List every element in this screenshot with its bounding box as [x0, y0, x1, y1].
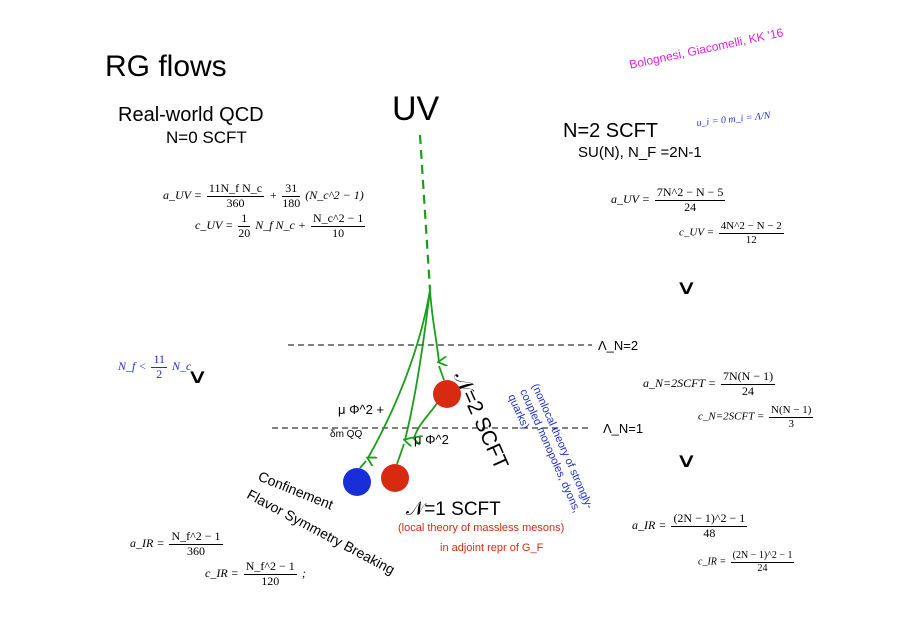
- uv-label: UV: [392, 90, 440, 128]
- flow-conf-to-dot: [359, 460, 367, 469]
- lambda-n1-label: Λ_N=1: [603, 421, 644, 436]
- n2-scft-a: a_N=2SCFT = 7N(N − 1)24: [643, 369, 776, 398]
- flow-to-confinement: [368, 289, 431, 458]
- n2-scft-c: c_N=2SCFT = N(N − 1)3: [698, 404, 814, 430]
- delta-m-label: δm QQ: [330, 429, 363, 440]
- flow-n1-to-dot: [396, 443, 405, 465]
- flow-to-n2-scft: [429, 289, 439, 362]
- uv-dashed-flow: [418, 134, 432, 291]
- qcd-heading: Real-world QCD: [118, 104, 264, 126]
- n1-scft-label: 𝒩=1 SCFT: [406, 499, 501, 520]
- flow-to-n1-scft: [405, 289, 431, 440]
- n1-adjoint-description: in adjoint repr of G_F: [440, 542, 544, 554]
- flow-n2-to-dot: [438, 365, 445, 381]
- n2-heading: N=2 SCFT: [563, 120, 659, 142]
- mu-phi-plus-label: μ Φ^2 +: [338, 402, 385, 417]
- confinement-fixed-point: [343, 468, 371, 496]
- mu-phi-label: μ Φ^2: [414, 432, 449, 447]
- right-chevron-icon-1: ∨: [675, 277, 698, 299]
- lambda-n2-label: Λ_N=2: [598, 338, 639, 353]
- n1-scft-description: (local theory of massless mesons): [398, 522, 565, 534]
- page-title: RG flows: [105, 50, 227, 83]
- n1-scft-fixed-point: [381, 464, 409, 492]
- n2-scft-fixed-point: [433, 380, 461, 408]
- right-chevron-icon-2: ∨: [675, 450, 698, 472]
- n2-subheading: SU(N), N_F =2N-1: [578, 144, 702, 161]
- qcd-subheading: N=0 SCFT: [166, 128, 247, 147]
- left-chevron-icon: ∨: [186, 366, 209, 388]
